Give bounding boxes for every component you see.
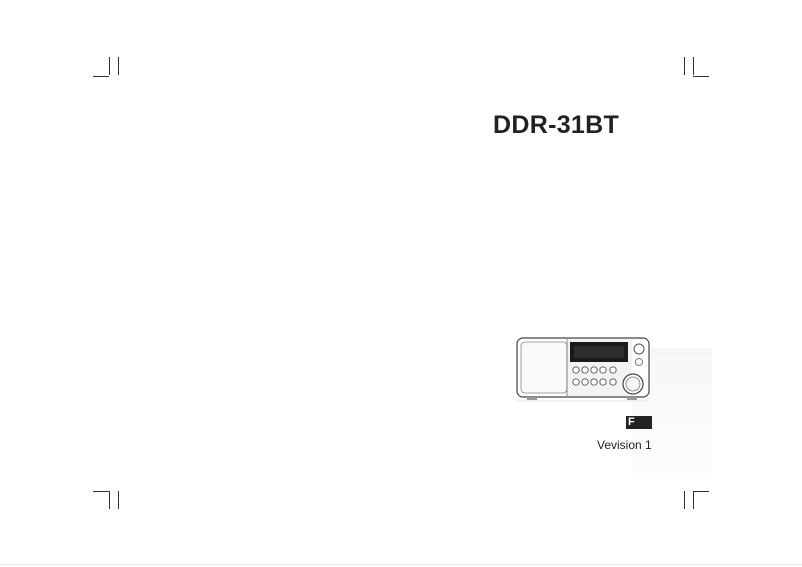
model-title: DDR-31BT <box>493 111 620 139</box>
page-edge-line <box>0 564 802 565</box>
language-badge: F <box>626 416 652 429</box>
radio-illustration-icon <box>516 337 650 402</box>
version-label: Vevision 1 <box>597 438 652 452</box>
